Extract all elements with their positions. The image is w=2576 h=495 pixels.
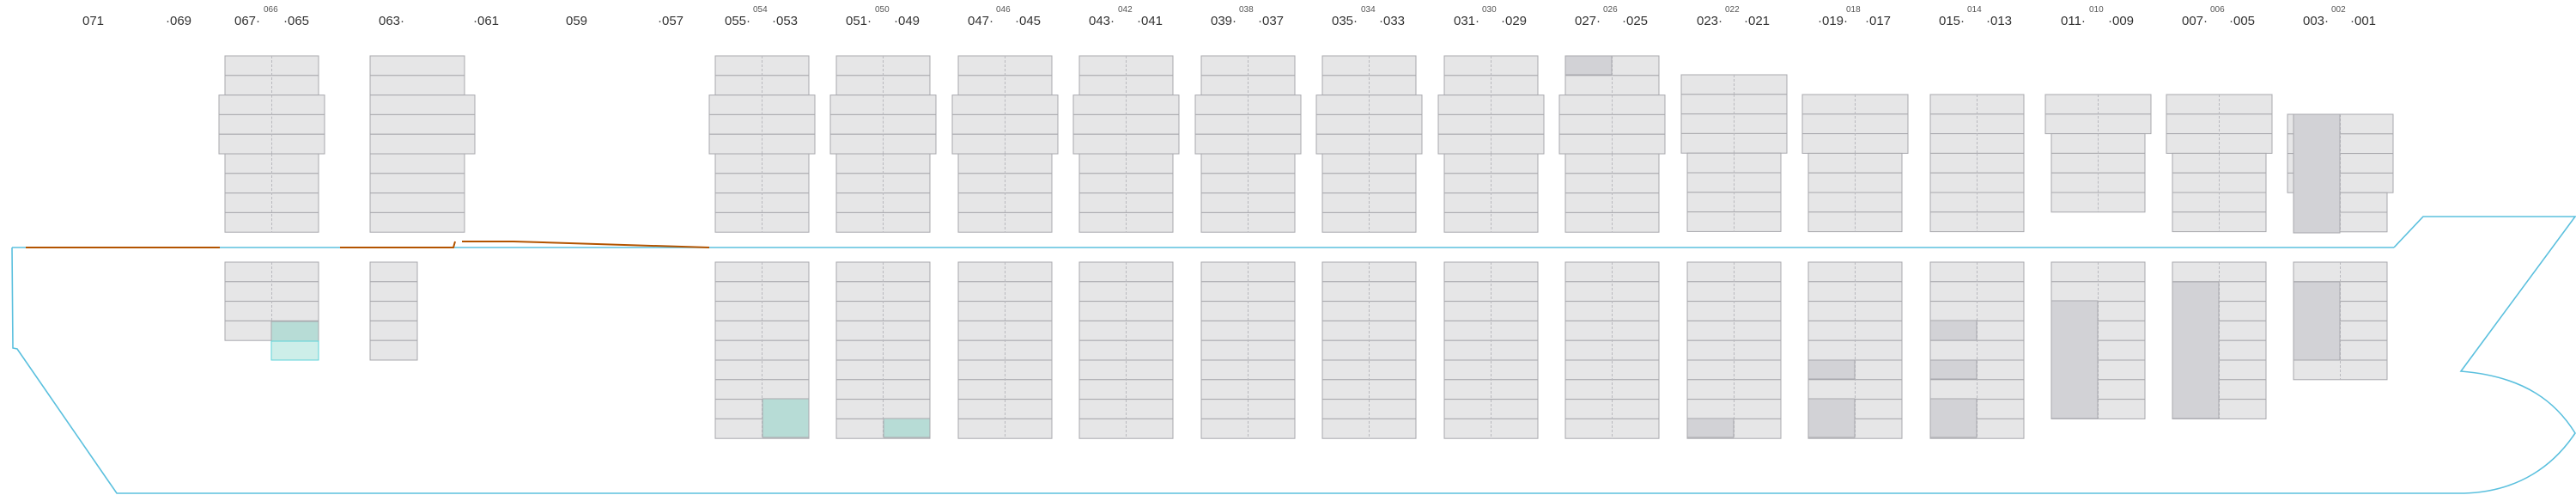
cell-dark xyxy=(1807,398,1856,438)
bay-label-013: ·013 xyxy=(1986,14,2012,28)
bay-label-065: ·065 xyxy=(283,14,309,28)
bay-label-043: 043· xyxy=(1089,14,1115,28)
bay-label-023: 023· xyxy=(1697,14,1722,28)
bay-label-006: 006 xyxy=(2210,5,2225,15)
bay-label-026: 026 xyxy=(1603,5,1618,15)
bay-label-003: 003· xyxy=(2303,14,2329,28)
bay-label-061: ·061 xyxy=(473,14,499,28)
hold-bay-1-tier xyxy=(369,261,418,283)
deck-bay-1-tier xyxy=(369,173,465,194)
bay-label-018: 018 xyxy=(1846,5,1861,15)
bay-label-025: ·025 xyxy=(1622,14,1648,28)
bay-label-067: 067· xyxy=(234,14,260,28)
cell-dark xyxy=(2293,281,2341,361)
bay-label-009: ·009 xyxy=(2108,14,2134,28)
bay-label-005: ·005 xyxy=(2229,14,2255,28)
bay-label-039: 039· xyxy=(1211,14,1236,28)
deck-bay-1-tier xyxy=(369,55,465,76)
bay-label-021: ·021 xyxy=(1744,14,1770,28)
bay-label-019: ·019· xyxy=(1818,14,1848,28)
bay-label-053: ·053 xyxy=(772,14,798,28)
bay-label-031: 031· xyxy=(1454,14,1479,28)
hull-outline xyxy=(11,216,2576,494)
bay-label-034: 034 xyxy=(1361,5,1376,15)
cell-dark xyxy=(1564,55,1613,76)
cell-dark xyxy=(1686,418,1735,438)
cell-dark xyxy=(1929,320,1978,341)
hold-bay-1-tier xyxy=(369,281,418,302)
bay-label-041: ·041 xyxy=(1137,14,1163,28)
bay-label-046: 046 xyxy=(996,5,1011,15)
cell-dark xyxy=(1807,359,1856,380)
bay-label-007: 007· xyxy=(2182,14,2208,28)
cell-teal xyxy=(883,418,931,438)
cell-teal xyxy=(762,398,810,438)
cell-teal xyxy=(270,321,319,342)
bay-label-049: ·049 xyxy=(894,14,920,28)
bay-labels-20ft: 066 054 050 046 042 038 034 030 026 022 … xyxy=(264,5,2346,15)
hatch-line xyxy=(462,241,710,248)
cell-cyan xyxy=(270,340,319,361)
bay-label-011: 011· xyxy=(2061,14,2086,28)
bay-label-069: ·069 xyxy=(166,14,191,28)
deck-bay-1-tier xyxy=(369,192,465,213)
bay-label-015: 015· xyxy=(1939,14,1965,28)
bay-label-001: ·001 xyxy=(2350,14,2376,28)
bay-label-071: 071 xyxy=(82,14,104,28)
bay-label-010: 010 xyxy=(2089,5,2104,15)
cell-dark xyxy=(2050,300,2099,419)
bay-label-014: 014 xyxy=(1967,5,1982,15)
bay-label-051: 051· xyxy=(846,14,872,28)
bay-label-045: ·045 xyxy=(1015,14,1041,28)
bay-label-002: 002 xyxy=(2331,5,2346,15)
bay-label-066: 066 xyxy=(264,5,278,15)
bay-labels: 071 ·069 067· ·065 063· ·061 059 ·057 05… xyxy=(82,14,2376,28)
deck-bay-1-tier xyxy=(369,75,465,96)
deck-bay-1-tier xyxy=(369,153,465,174)
deck-bay-1-tier xyxy=(369,113,476,135)
bay-label-054: 054 xyxy=(753,5,768,15)
bay-label-059: 059 xyxy=(566,14,587,28)
hold-bay-1-tier xyxy=(369,301,418,321)
bay-label-035: 035· xyxy=(1332,14,1358,28)
bay-label-063: 063· xyxy=(379,14,404,28)
bay-label-017: ·017 xyxy=(1865,14,1891,28)
bay-label-022: 022 xyxy=(1725,5,1740,15)
cell-dark xyxy=(1929,359,1978,380)
bay-label-029: ·029 xyxy=(1501,14,1527,28)
deck-bay-1-tier xyxy=(369,95,476,115)
hold-bay-1-tier xyxy=(369,320,418,341)
bay-label-055: 055· xyxy=(725,14,750,28)
bay-label-038: 038 xyxy=(1239,5,1254,15)
bay-label-027: 027· xyxy=(1575,14,1601,28)
deck-bay-1-tier xyxy=(369,211,465,233)
bay-label-030: 030 xyxy=(1482,5,1497,15)
hold-bay-1-tier xyxy=(369,339,418,361)
bay-label-047: 047· xyxy=(968,14,993,28)
bay-label-037: ·037 xyxy=(1258,14,1284,28)
deck-bay-1-tier xyxy=(369,133,476,155)
bay-label-042: 042 xyxy=(1118,5,1133,15)
cell-dark xyxy=(1929,398,1978,438)
bay-label-033: ·033 xyxy=(1379,14,1405,28)
bay-label-057: ·057 xyxy=(658,14,683,28)
cell-dark xyxy=(2293,113,2341,234)
bay-label-050: 050 xyxy=(875,5,890,15)
hatch-line xyxy=(340,241,456,248)
cell-dark xyxy=(2172,281,2220,419)
